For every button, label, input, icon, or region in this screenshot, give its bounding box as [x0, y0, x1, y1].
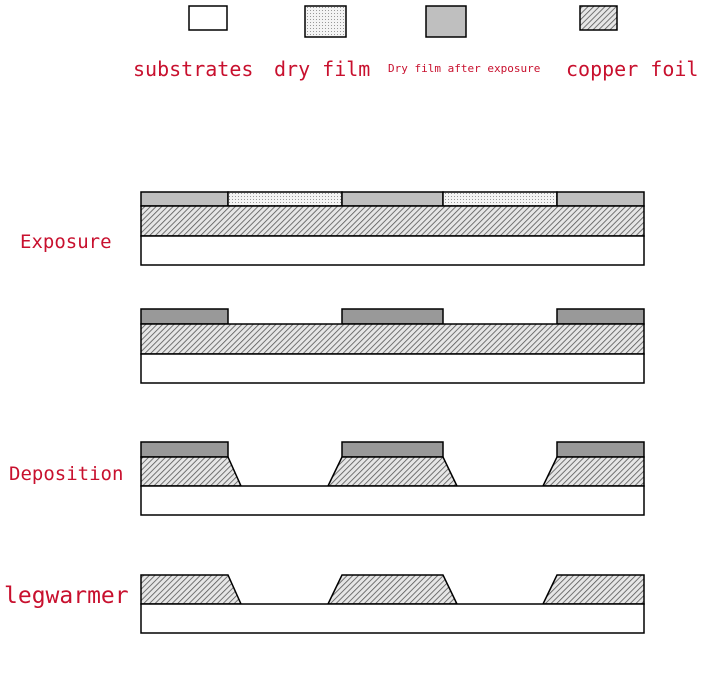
legend-swatch-exposed-film — [425, 5, 467, 38]
legend-label-copper-foil: copper foil — [566, 57, 699, 81]
stage-label-deposition: Deposition — [9, 463, 124, 485]
legend-swatch-substrate — [188, 5, 228, 31]
legend-swatch-copper-foil — [579, 5, 618, 31]
stage-legwarmer — [140, 574, 645, 634]
legend-label-substrates: substrates — [133, 57, 254, 81]
stage-deposition — [140, 441, 645, 516]
stage-label-exposure: Exposure — [20, 231, 112, 253]
stage-exposure — [140, 191, 645, 266]
stage-development — [140, 308, 645, 384]
stage-label-legwarmer: legwarmer — [4, 583, 129, 609]
legend-label-dry-film: dry film — [274, 57, 371, 81]
legend-label-exposed-film: Dry film after exposure — [388, 62, 541, 75]
legend-swatch-dry-film — [304, 5, 347, 38]
